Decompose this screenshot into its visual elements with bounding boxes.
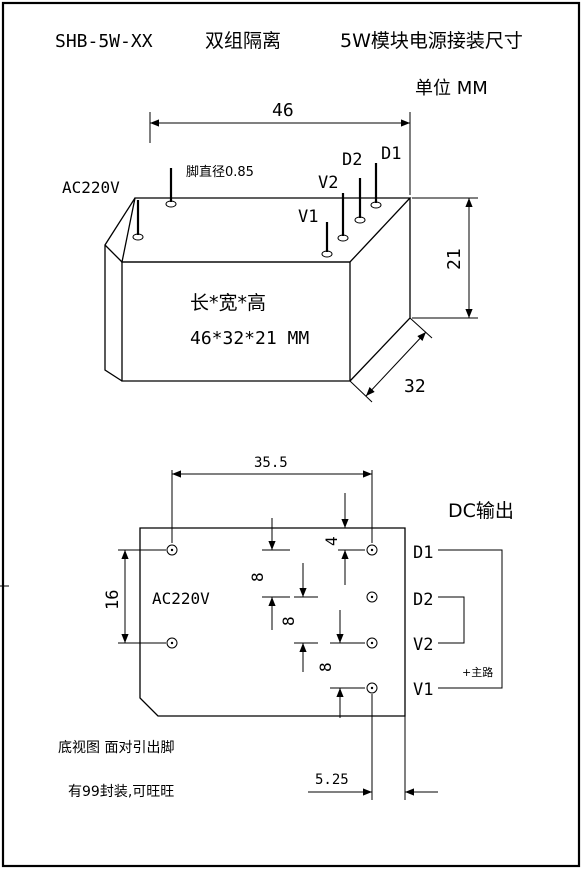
out-v2-label: V2 — [413, 635, 433, 655]
pin-ac-top — [166, 544, 178, 556]
pin-d2-bottom — [366, 591, 378, 603]
box-top-face — [121, 197, 412, 263]
iso-pins — [132, 163, 382, 258]
iso-d2-label: D2 — [342, 150, 362, 170]
dim-16-text: 16 — [103, 590, 123, 610]
bottom-pins — [166, 544, 378, 694]
size-value: 46*32*21 MM — [190, 328, 309, 349]
wire-d1-v1 — [438, 549, 503, 689]
box-front-face — [121, 261, 351, 382]
dim-8a-text: 8 — [248, 572, 267, 582]
dim-8c-text: 8 — [316, 662, 335, 672]
dc-output-title: DC输出 — [448, 500, 514, 522]
subtitle-label: 双组隔离 — [205, 30, 281, 52]
iso-ac-label: AC220V — [62, 178, 120, 197]
pin-diameter-label: 脚直径0.85 — [186, 164, 254, 180]
package-note: 有99封装,可旺旺 — [68, 784, 174, 800]
size-caption: 长*宽*高 — [190, 292, 266, 314]
bottom-ac-label: AC220V — [152, 589, 210, 608]
out-d1-label: D1 — [413, 543, 433, 563]
bottom-view-caption: 底视图 面对引出脚 — [58, 740, 174, 756]
box-side-face — [349, 198, 411, 382]
iso-d1-label: D1 — [381, 144, 401, 164]
dim-8b-text: 8 — [279, 616, 298, 626]
dim-32-line — [365, 331, 427, 397]
out-v1-label: V1 — [413, 680, 433, 700]
dim-32-ext-top — [409, 317, 433, 339]
pin-ac-bottom — [166, 637, 178, 649]
wire-d2-v2 — [438, 596, 465, 644]
pin-v2-bottom — [366, 637, 378, 649]
dim-32-text: 32 — [404, 376, 426, 397]
model-label: SHB-5W-XX — [55, 31, 153, 52]
pin-d1-bottom — [366, 544, 378, 556]
dim-4-text: 4 — [322, 536, 341, 546]
dim-21-text: 21 — [444, 248, 465, 270]
dim-46-text: 46 — [272, 100, 294, 121]
dim-355-text: 35.5 — [254, 455, 288, 471]
unit-label: 单位 MM — [415, 78, 488, 99]
pin-v1-bottom — [366, 682, 378, 694]
iso-v1-label: V1 — [298, 207, 318, 227]
out-d2-label: D2 — [413, 590, 433, 610]
main-circuit-label: +主路 — [462, 666, 493, 679]
box-left-edge — [104, 244, 123, 263]
box-left-face — [104, 197, 136, 382]
dim-32-ext-bottom — [349, 380, 373, 403]
title-label: 5W模块电源接装尺寸 — [340, 30, 523, 52]
iso-v2-label: V2 — [318, 173, 338, 193]
dim-525-text: 5.25 — [315, 772, 349, 788]
